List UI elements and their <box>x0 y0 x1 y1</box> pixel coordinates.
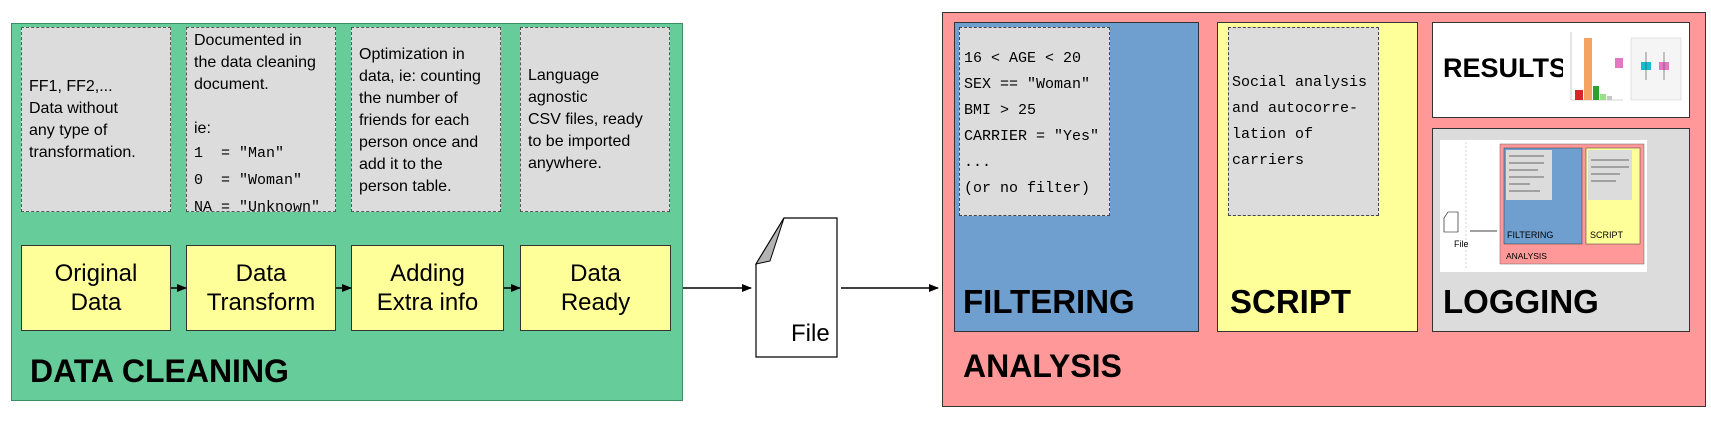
note-line: person table. <box>359 178 452 195</box>
filter-line: (or no filter) <box>964 180 1091 197</box>
stage-label-line: Data <box>235 260 287 287</box>
note-line: any type of <box>29 121 108 139</box>
mapping-line: NA = "Unknown" <box>194 199 321 216</box>
note-data-transform: Documented in the data cleaning document… <box>186 27 336 216</box>
filter-line: CARRIER = "Yes" <box>964 128 1100 145</box>
note-line: FF1, FF2,... <box>29 77 113 95</box>
mapping-line: 0 = "Woman" <box>194 172 303 189</box>
note-line: data, ie: counting <box>359 68 481 85</box>
note-line: anywhere. <box>528 154 602 172</box>
thumb-file-label: File <box>1454 239 1469 249</box>
note-line: Language <box>528 66 600 84</box>
results-title: RESULTS <box>1443 53 1568 83</box>
stage-data-ready: Data Ready <box>520 245 671 331</box>
note-line: the number of <box>359 90 458 107</box>
results-thumbnail <box>1563 28 1682 104</box>
stage-label-line: Data <box>70 289 122 316</box>
note-line: to be imported <box>528 132 631 150</box>
note-line: the data cleaning <box>194 54 316 71</box>
note-line: add it to the <box>359 156 443 173</box>
filter-line: ... <box>964 154 992 171</box>
note-original-data: FF1, FF2,... Data without any type of tr… <box>21 27 171 212</box>
thumb-analysis-label: ANALYSIS <box>1506 251 1547 261</box>
file-label: File <box>791 320 830 347</box>
note-line: transformation. <box>29 143 136 161</box>
note-data-ready: Language agnostic CSV files, ready to be… <box>520 27 670 212</box>
note-line: agnostic <box>528 88 588 106</box>
filter-line: 16 < AGE < 20 <box>964 50 1082 67</box>
note-line: ie: <box>194 120 211 137</box>
stage-label-line: Extra info <box>376 289 479 316</box>
note-line: document. <box>194 76 269 93</box>
stage-original-data: Original Data <box>21 245 171 331</box>
file-icon <box>754 217 838 358</box>
analysis-title: ANALYSIS <box>963 348 1122 384</box>
note-line: person once and <box>359 134 479 151</box>
mapping-line: 1 = "Man" <box>194 145 285 162</box>
note-line: friends for each <box>359 112 470 129</box>
thumb-filtering-label: FILTERING <box>1507 230 1553 240</box>
filter-line: SEX == "Woman" <box>964 76 1091 93</box>
stage-adding-extra-info: Adding Extra info <box>351 245 504 331</box>
filtering-title: FILTERING <box>963 283 1135 320</box>
script-line: and autocorre- <box>1232 100 1359 117</box>
data-cleaning-title: DATA CLEANING <box>30 353 289 389</box>
stage-label-line: Original <box>54 260 138 287</box>
stage-label-line: Data <box>570 260 621 287</box>
note-extra-info: Optimization in data, ie: counting the n… <box>351 27 501 212</box>
stage-label-line: Transform <box>206 289 316 316</box>
script-description-note: Social analysis and autocorre- lation of… <box>1228 27 1379 216</box>
note-line: Data without <box>29 99 118 117</box>
logging-thumbnail: File FILTERING SCRIPT ANALYSIS <box>1440 140 1647 272</box>
filter-line: BMI > 25 <box>964 102 1037 119</box>
script-line: lation of <box>1232 126 1314 143</box>
thumb-script-label: SCRIPT <box>1590 230 1624 240</box>
stage-label-line: Ready <box>560 289 631 316</box>
logging-title: LOGGING <box>1443 283 1599 320</box>
note-line: Optimization in <box>359 46 465 63</box>
stage-data-transform: Data Transform <box>186 245 336 331</box>
note-line: CSV files, ready <box>528 110 643 128</box>
note-line: Documented in <box>194 32 302 49</box>
script-line: carriers <box>1232 152 1305 169</box>
stage-label-line: Adding <box>390 260 465 287</box>
filter-conditions-note: 16 < AGE < 20 SEX == "Woman" BMI > 25 CA… <box>959 27 1110 216</box>
script-line: Social analysis <box>1232 74 1368 91</box>
script-title: SCRIPT <box>1230 283 1352 320</box>
